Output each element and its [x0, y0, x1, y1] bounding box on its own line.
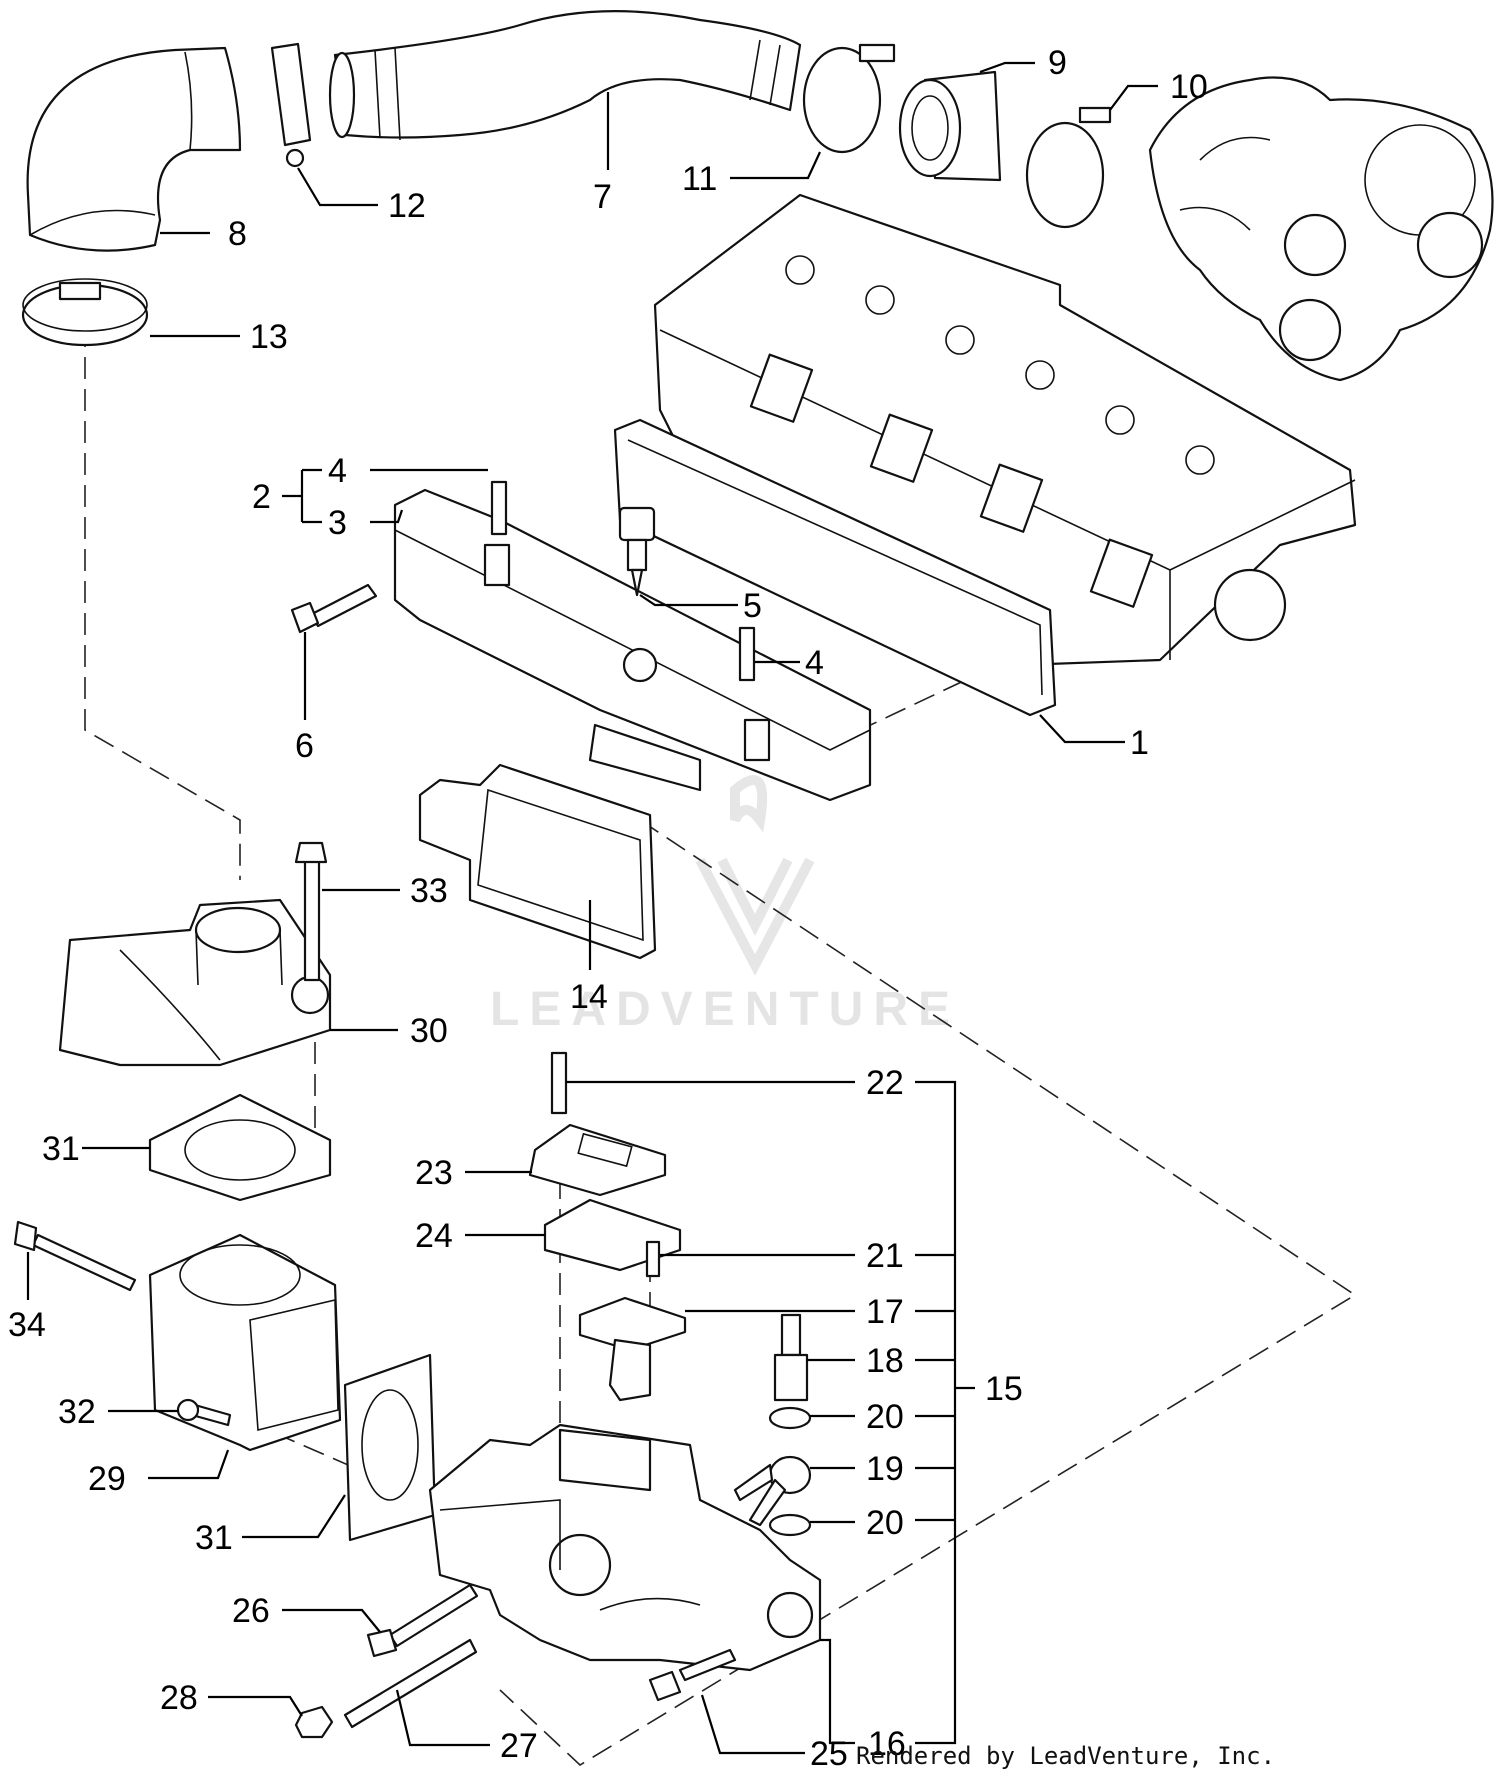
callout-26: 26: [232, 1592, 270, 1630]
callout-27: 27: [500, 1727, 538, 1765]
valve-cover-23: [528, 1123, 667, 1197]
bolt-6: [290, 583, 378, 634]
callout-30: 30: [410, 1012, 448, 1050]
stud-4-lower: [738, 626, 756, 682]
callout-14: 14: [570, 978, 608, 1016]
nut-28: [294, 1705, 334, 1739]
bolt-26: [366, 1583, 479, 1658]
coupler-9: [898, 70, 1002, 182]
egr-housing: [428, 1423, 822, 1672]
callout-28: 28: [160, 1679, 198, 1717]
callout-23: 23: [415, 1154, 453, 1192]
turbocharger: [1148, 76, 1494, 382]
callout-7: 7: [593, 178, 612, 216]
watermark-text: LEADVENTURE: [490, 983, 960, 1036]
manifold-gasket: [418, 763, 657, 960]
egr-flap: [578, 1296, 687, 1402]
callout-21: 21: [866, 1237, 904, 1275]
bolt-25: [648, 1648, 737, 1702]
callout-20-lower: 20: [866, 1504, 904, 1542]
callout-34: 34: [8, 1306, 46, 1344]
callout-24: 24: [415, 1217, 453, 1255]
callout-31-lower: 31: [195, 1519, 233, 1557]
callout-4-upper: 4: [328, 452, 347, 490]
banjo-fitting-19: [733, 1455, 812, 1527]
bolt-32: [176, 1398, 232, 1427]
callout-9: 9: [1048, 44, 1067, 82]
callout-2: 2: [252, 478, 271, 516]
callout-12: 12: [388, 187, 426, 225]
intake-manifold: [393, 488, 872, 802]
callout-29: 29: [88, 1460, 126, 1498]
callout-6: 6: [295, 727, 314, 765]
o-ring-20a: [768, 1406, 812, 1430]
callout-18: 18: [866, 1342, 904, 1380]
throttle-gasket-upper: [148, 1093, 332, 1202]
hose-clamp-11: [802, 43, 896, 154]
callout-13: 13: [250, 318, 288, 356]
callout-17: 17: [866, 1293, 904, 1331]
bolt-27: [343, 1638, 478, 1729]
callout-19: 19: [866, 1450, 904, 1488]
intake-hose: [328, 10, 802, 141]
callout-16: 16: [868, 1725, 906, 1763]
elbow-hose: [26, 46, 242, 252]
throttle-gasket-lower: [343, 1353, 437, 1542]
callout-10: 10: [1170, 68, 1208, 106]
stud-22: [550, 1051, 568, 1115]
bolt-34: [13, 1220, 137, 1292]
hose-clamp-12: [270, 42, 312, 168]
band-clamp-13: [21, 278, 149, 347]
callout-11: 11: [682, 160, 717, 198]
throttle-body: [58, 898, 332, 1067]
intake-adapter: [148, 1233, 342, 1452]
rendered-by-footer: Rendered by LeadVenture, Inc.: [856, 1742, 1276, 1770]
callout-31-upper: 31: [42, 1130, 80, 1168]
callout-33: 33: [410, 872, 448, 910]
callout-4-lower: 4: [805, 644, 824, 682]
callout-20-upper: 20: [866, 1398, 904, 1436]
screw-21: [645, 1240, 661, 1278]
callout-32: 32: [58, 1393, 96, 1431]
hose-clamp-10: [1025, 106, 1112, 229]
leader-lines: [26, 61, 1158, 1755]
callout-labels: 1 2 3 4 4 5 6 7 8 9 10 11 12 13 14 15 16…: [8, 44, 1208, 1773]
callout-8: 8: [228, 215, 247, 253]
watermark-logo: [695, 775, 815, 976]
callout-3: 3: [328, 504, 347, 542]
stud-4-upper: [490, 480, 508, 536]
temp-sensor: [618, 506, 656, 597]
bolt-33: [294, 841, 328, 982]
callout-1: 1: [1130, 724, 1149, 762]
callout-5: 5: [743, 587, 762, 625]
callout-25: 25: [810, 1735, 848, 1773]
o-ring-20b: [768, 1513, 812, 1537]
hose-fitting-18: [773, 1313, 809, 1402]
callout-15: 15: [985, 1370, 1023, 1408]
callout-22: 22: [866, 1064, 904, 1102]
